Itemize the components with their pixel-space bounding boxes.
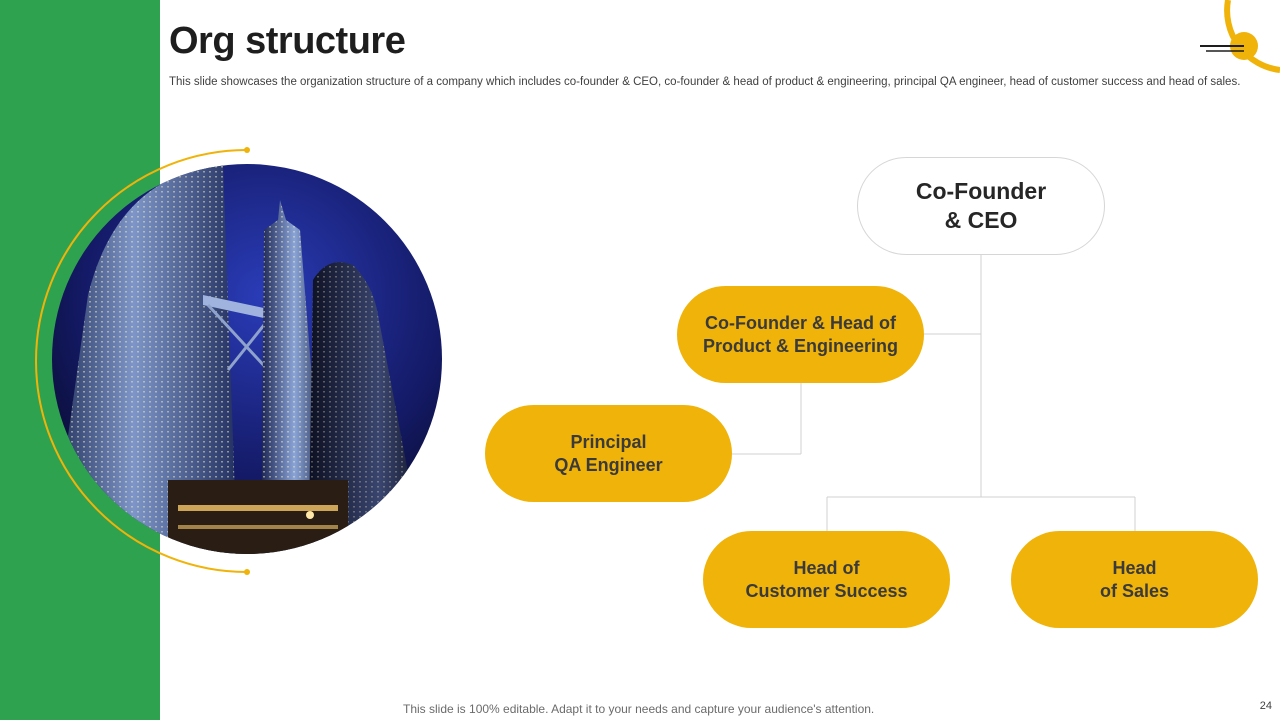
org-node-head-of-product-engineering: Co-Founder & Head of Product & Engineeri… [677,286,924,383]
org-node-head-of-customer-success: Head of Customer Success [703,531,950,628]
slide-subtitle: This slide showcases the organization st… [169,76,1241,88]
page-number: 24 [1259,700,1272,712]
org-node-ceo: Co-Founder & CEO [857,157,1105,255]
slide-title: Org structure [169,20,406,62]
org-node-head-of-sales: Head of Sales [1011,531,1258,628]
slide-footer-note: This slide is 100% editable. Adapt it to… [403,702,875,716]
org-node-principal-qa-engineer: Principal QA Engineer [485,405,732,502]
corner-decoration [1200,0,1280,73]
towers-photo [28,145,458,577]
